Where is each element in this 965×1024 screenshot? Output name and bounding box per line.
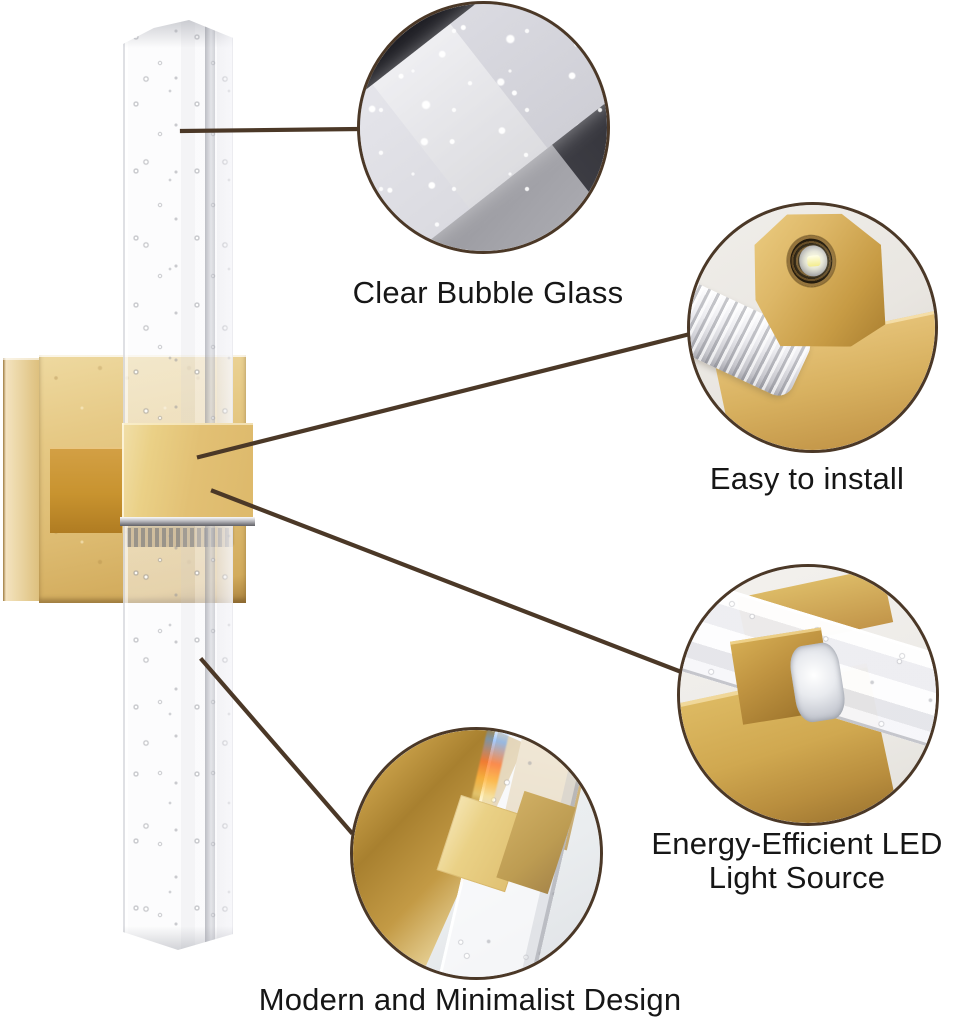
- feature-label-easy-install: Easy to install: [709, 461, 905, 496]
- feature-label-led-line2: Light Source: [708, 860, 886, 895]
- design-macro-photo: [353, 730, 600, 977]
- bubble-glass-macro-photo: [360, 4, 607, 251]
- callout-circle-led-source: [677, 564, 939, 826]
- install-macro-photo: [690, 205, 935, 450]
- feature-label-bubble-glass: Clear Bubble Glass: [352, 275, 624, 310]
- center-block-side-face: [50, 447, 122, 533]
- led-macro-photo: [680, 567, 936, 823]
- macro-socket-bore: [785, 234, 837, 289]
- feature-label-led-source: Energy-Efficient LED Light Source: [628, 827, 965, 895]
- product-photo-wall-sconce: [0, 0, 300, 990]
- feature-label-led-line1: Energy-Efficient LED: [651, 826, 943, 861]
- macro-sparkles: [360, 4, 607, 251]
- backplate-side-face: [3, 358, 40, 601]
- callout-circle-bubble-glass: [357, 1, 610, 254]
- glass-bottom-bevel: [123, 926, 233, 950]
- callout-circle-minimalist-design: [350, 727, 603, 980]
- callout-circle-easy-install: [687, 202, 938, 453]
- macro-led-chip: [807, 255, 821, 268]
- feature-label-minimalist-design: Modern and Minimalist Design: [258, 982, 682, 1017]
- macro-led-reflector: [797, 245, 828, 278]
- center-block-front-face: [120, 423, 255, 526]
